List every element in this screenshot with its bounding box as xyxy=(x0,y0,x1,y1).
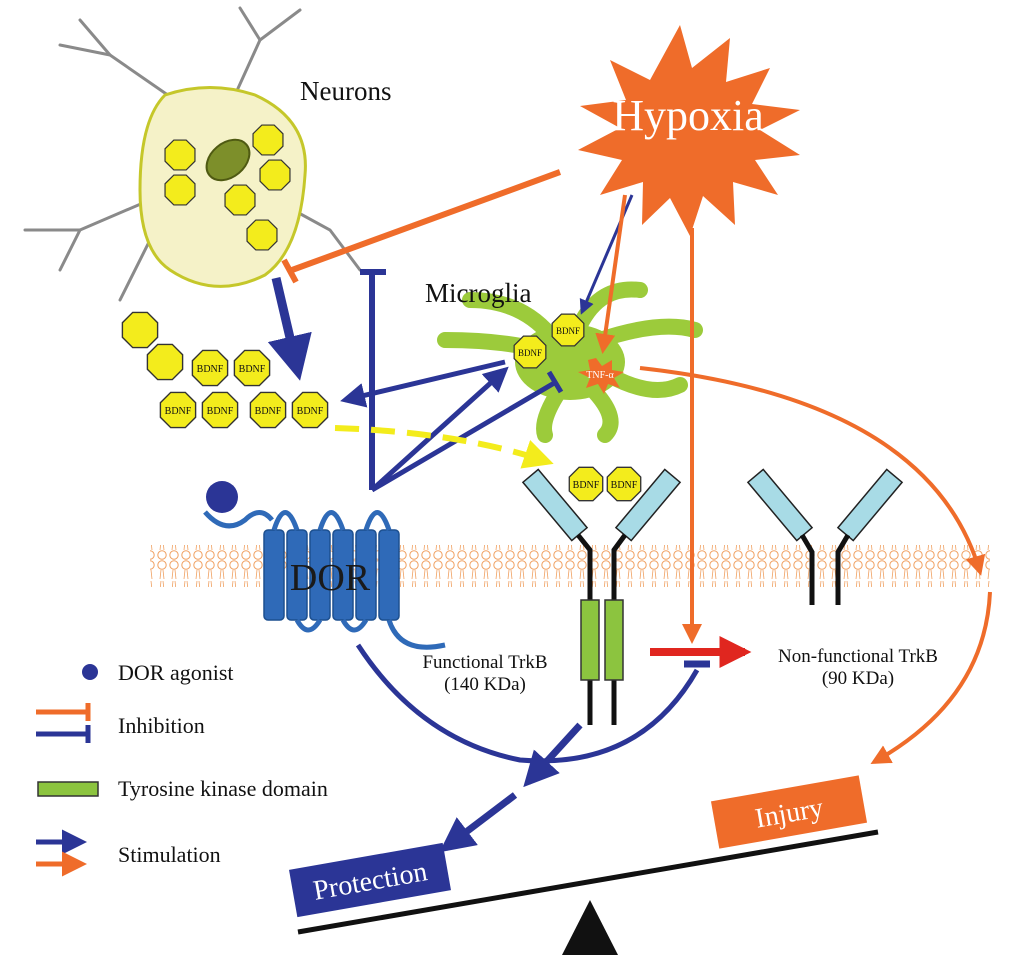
neuron-cell xyxy=(23,6,362,302)
legend-inhibition: Inhibition xyxy=(118,713,205,738)
dor-label: DOR xyxy=(290,557,371,599)
inhibit-bar-blue-tnf xyxy=(546,370,564,394)
tyrosine-kinase-domain xyxy=(580,599,600,681)
arrow-microglia-released xyxy=(340,359,506,408)
microglia-cell xyxy=(437,281,703,443)
microglia-label: Microglia xyxy=(425,278,531,308)
arrow-hypoxia-tnf xyxy=(595,194,627,354)
arrow-dor-microglia-bdnf xyxy=(370,366,509,492)
functional-trkb-size: (140 KDa) xyxy=(444,674,526,695)
bdnf-label: BDNF xyxy=(255,406,282,417)
tnf-label: TNF-α xyxy=(586,370,614,381)
inhibit-hypoxia-neurons xyxy=(290,169,562,273)
bdnf-label: BDNF xyxy=(239,364,266,375)
bdnf-label: BDNF xyxy=(165,406,192,417)
bdnf-label: BDNF xyxy=(207,406,234,417)
bdnf-label: BDNF xyxy=(297,406,324,417)
legend-tyrosine-kinase: Tyrosine kinase domain xyxy=(118,776,328,801)
tnf-burst xyxy=(578,358,624,394)
protection-box: Protection xyxy=(289,842,451,918)
dor-receptor xyxy=(203,481,446,650)
legend-tyrosine-kinase-icon xyxy=(37,781,99,797)
nonfunctional-trkb-label: Non-functional TrkB xyxy=(778,646,938,667)
inhibit-bar-orange xyxy=(281,258,299,284)
balance-fulcrum xyxy=(562,900,618,955)
arrow-protection xyxy=(439,792,518,853)
arrow-bdnf-trkb xyxy=(334,425,554,469)
dor-arc-inhibit xyxy=(355,643,700,764)
nonfunctional-trkb xyxy=(746,468,904,605)
legend-dor-agonist-icon xyxy=(82,664,98,680)
dor-agonist-ligand xyxy=(206,481,238,513)
injury-box: Injury xyxy=(710,775,868,849)
legend: DOR agonist Inhibition Tyrosine kinase d… xyxy=(36,660,328,877)
legend-dor-agonist: DOR agonist xyxy=(118,660,234,685)
arrow-trkb-protection xyxy=(523,722,583,788)
arrow-tnf-membrane xyxy=(639,366,986,576)
functional-trkb-label: Functional TrkB xyxy=(422,652,547,673)
bdnf-label: BDNF xyxy=(611,480,638,491)
hypoxia-label: Hypoxia xyxy=(612,91,764,140)
balance-beam xyxy=(297,829,879,935)
inhibit-dor-tnf xyxy=(370,379,558,493)
arrow-membrane-injury xyxy=(870,591,992,764)
tyrosine-kinase-domain xyxy=(604,599,624,681)
neurons-label: Neurons xyxy=(300,76,391,106)
legend-stimulation: Stimulation xyxy=(118,842,221,867)
bdnf-label: BDNF xyxy=(556,326,580,336)
hypoxia-burst xyxy=(578,25,800,236)
released-bdnf-cluster: BDNF BDNF BDNF BDNF BDNF BDNF xyxy=(121,311,329,429)
functional-trkb: BDNF BDNF xyxy=(521,466,682,725)
nonfunctional-trkb-size: (90 KDa) xyxy=(822,668,894,689)
microglia-bdnf-cluster: BDNF BDNF xyxy=(513,313,585,369)
neuron-nucleus xyxy=(205,138,251,182)
arrow-neuron-bdnf xyxy=(267,276,312,381)
bdnf-label: BDNF xyxy=(197,364,224,375)
bdnf-label: BDNF xyxy=(573,480,600,491)
bdnf-label: BDNF xyxy=(518,348,542,358)
